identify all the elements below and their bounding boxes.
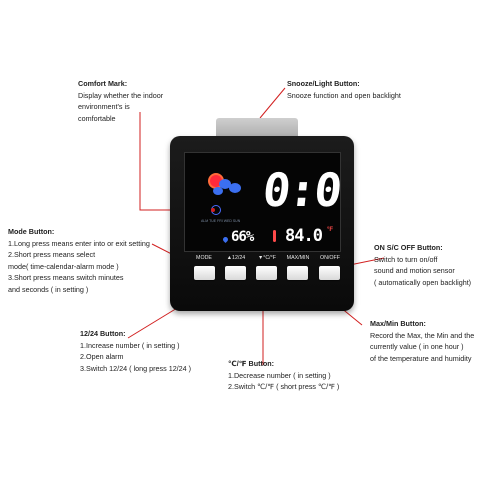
leader-snooze bbox=[259, 87, 286, 119]
maxmin-button[interactable] bbox=[287, 266, 308, 280]
mode-title: Mode Button: bbox=[8, 227, 55, 236]
temperature-display: 84.0 bbox=[285, 226, 323, 246]
max-min-title: Max/Min Button: bbox=[370, 319, 426, 328]
comfort-mark-note: Comfort Mark: Display whether the indoor… bbox=[78, 78, 163, 124]
comfort-mark-line: Display whether the indoor bbox=[78, 90, 164, 100]
mode-label: MODE bbox=[196, 255, 212, 261]
on-off-line: ( automatically open backlight) bbox=[374, 277, 472, 287]
mode-line: 3.Short press means switch minutes bbox=[8, 273, 124, 283]
snooze-light-line: Snooze function and open backlight bbox=[287, 90, 401, 100]
on-off-line: Switch to turn on/off bbox=[374, 254, 438, 264]
cf-label: ▼°C/°F bbox=[257, 255, 276, 261]
onoff-button[interactable] bbox=[319, 266, 340, 280]
cloud-icon bbox=[219, 179, 231, 189]
12-24-line: 2.Open alarm bbox=[80, 352, 124, 362]
mode-line: 1.Long press means enter into or exit se… bbox=[8, 238, 150, 248]
cf-note: ℃/℉ Button: 1.Decrease number ( in setti… bbox=[228, 358, 339, 393]
max-min-line: currently value ( in one hour ) bbox=[370, 342, 464, 352]
12-24-note: 12/24 Button: 1.Increase number ( in set… bbox=[80, 328, 191, 374]
temperature-unit: °F bbox=[327, 227, 334, 233]
cf-title: ℃/℉ Button: bbox=[228, 359, 275, 368]
lcd-screen: ALM TUE FRI WED SUN 0:05 66% 84.0 °F bbox=[184, 152, 341, 252]
thermometer-icon bbox=[273, 230, 276, 242]
on-off-title: ON S/C OFF Button: bbox=[374, 243, 443, 252]
onoff-label: ON/OFF bbox=[319, 255, 340, 261]
max-min-note: Max/Min Button: Record the Max, the Min … bbox=[370, 318, 474, 364]
time-display: 0:05 bbox=[260, 163, 341, 217]
max-min-line: Record the Max, the Min and the bbox=[370, 330, 475, 340]
comfort-mark-line: environment's is bbox=[78, 102, 130, 112]
on-off-note: ON S/C OFF Button: Switch to turn on/off… bbox=[374, 242, 471, 288]
comfort-mark-title: Comfort Mark: bbox=[78, 79, 128, 88]
mode-line: and seconds ( in setting ) bbox=[8, 284, 89, 294]
on-off-line: sound and motion sensor bbox=[374, 266, 455, 276]
cf-line: 2.Switch ℃/℉ ( short press ℃/℉ ) bbox=[228, 382, 340, 392]
snooze-light-note: Snooze/Light Button: Snooze function and… bbox=[287, 78, 401, 101]
12-24-button[interactable] bbox=[225, 266, 246, 280]
comfort-mark-line: comfortable bbox=[78, 113, 116, 123]
max-min-line: of the temperature and humidity bbox=[370, 353, 472, 363]
mode-button[interactable] bbox=[194, 266, 215, 280]
humidity-display: 66% bbox=[231, 229, 254, 245]
cloud-icon-2 bbox=[229, 183, 241, 193]
day-labels: ALM TUE FRI WED SUN bbox=[201, 219, 241, 223]
cloud-icon-3 bbox=[213, 187, 223, 195]
12-24-title: 12/24 Button: bbox=[80, 329, 126, 338]
maxmin-label: MAX/MIN bbox=[286, 255, 310, 261]
12-24-line: 1.Increase number ( in setting ) bbox=[80, 340, 180, 350]
snooze-light-title: Snooze/Light Button: bbox=[287, 79, 360, 88]
cf-line: 1.Decrease number ( in setting ) bbox=[228, 370, 331, 380]
cf-button[interactable] bbox=[256, 266, 277, 280]
marker-dot bbox=[211, 208, 215, 212]
12-24-line: 3.Switch 12/24 ( long press 12/24 ) bbox=[80, 363, 192, 373]
humidity-drop-icon bbox=[221, 235, 230, 244]
mode-note: Mode Button: 1.Long press means enter in… bbox=[8, 226, 150, 296]
mode-line: 2.Short press means select bbox=[8, 250, 96, 260]
mode-line: mode( time-calendar-alarm mode ) bbox=[8, 261, 119, 271]
snooze-light-button[interactable] bbox=[216, 118, 298, 140]
12-24-label: ▲12/24 bbox=[226, 255, 246, 261]
